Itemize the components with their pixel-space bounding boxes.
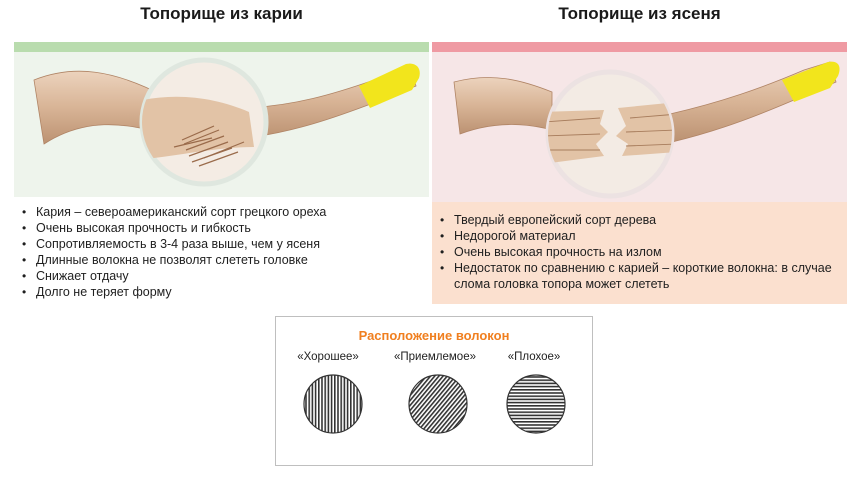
- fiber-label-acceptable: «Приемлемое»: [394, 351, 476, 363]
- list-item: Твердый европейский сорт дерева: [440, 212, 840, 228]
- fiber-good-vertical-icon: [303, 374, 363, 434]
- fiber-acceptable-diagonal-icon: [408, 374, 468, 434]
- list-item: Недорогой материал: [440, 228, 840, 244]
- hickory-broken-handle-image: [33, 57, 420, 187]
- hickory-title: Топорище из карии: [140, 4, 303, 23]
- ash-header-bar: [432, 42, 847, 52]
- list-item: Сопротивляемость в 3-4 раза выше, чем у …: [22, 236, 422, 252]
- ash-bullet-list: Твердый европейский сорт дерева Недорого…: [440, 212, 840, 292]
- ash-title: Топорище из ясеня: [558, 4, 721, 23]
- list-item: Длинные волокна не позволят слететь голо…: [22, 252, 422, 268]
- fiber-label-good: «Хорошее»: [297, 351, 359, 363]
- fiber-bad-horizontal-icon: [506, 374, 566, 434]
- list-item: Очень высокая прочность и гибкость: [22, 220, 422, 236]
- hickory-bullet-list: Кария – североамериканский сорт грецкого…: [22, 204, 422, 300]
- hickory-header-bar: [14, 42, 429, 52]
- list-item: Долго не теряет форму: [22, 284, 422, 300]
- fiber-orientation-box: Расположение волокон «Хорошее» «Приемлем…: [275, 316, 593, 466]
- list-item: Очень высокая прочность на излом: [440, 244, 840, 260]
- ash-broken-handle-image: [453, 61, 840, 199]
- list-item: Снижает отдачу: [22, 268, 422, 284]
- list-item: Кария – североамериканский сорт грецкого…: [22, 204, 422, 220]
- fiber-orientation-title: Расположение волокон: [358, 328, 510, 343]
- fiber-label-bad: «Плохое»: [507, 351, 561, 363]
- list-item: Недостаток по сравнению с карией – корот…: [440, 260, 840, 292]
